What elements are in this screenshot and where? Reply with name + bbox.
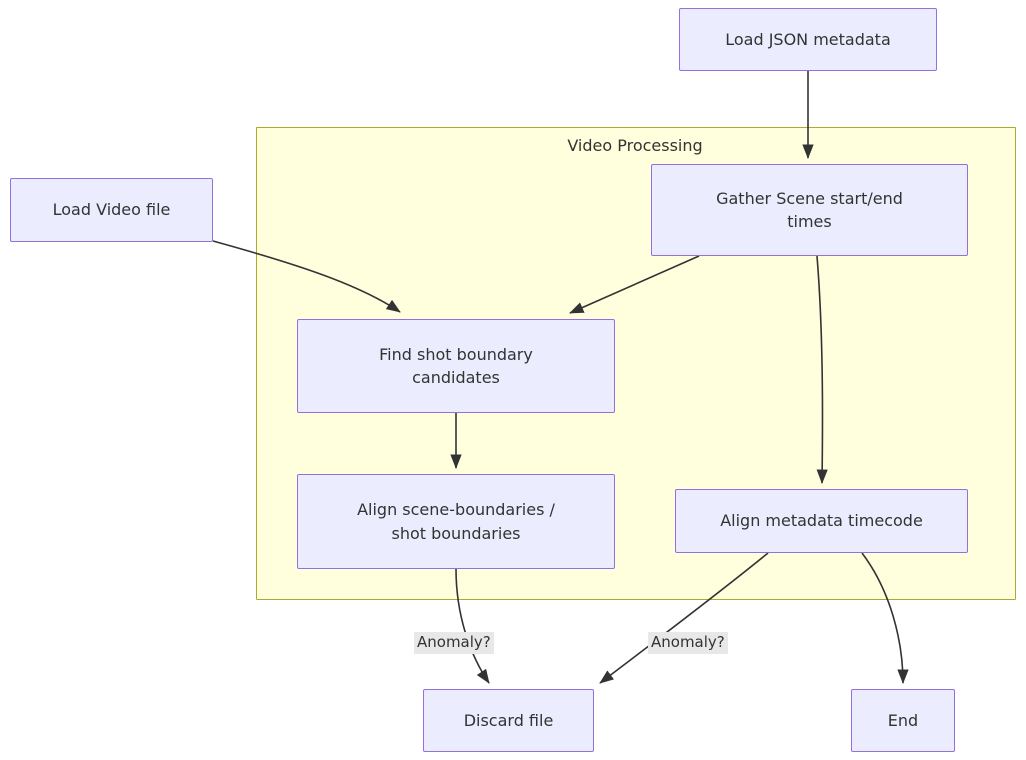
node-align-scene-shot-boundaries-label-line2: shot boundaries (391, 523, 521, 543)
node-load-video-file-label: Load Video file (52, 200, 171, 220)
node-end-label: End (887, 710, 919, 730)
subgraph-video-processing-label: Video Processing (567, 136, 703, 155)
node-gather-scene-times[interactable]: Gather Scene start/end times (651, 164, 968, 256)
node-align-scene-shot-boundaries[interactable]: Align scene-boundaries / shot boundaries (297, 474, 615, 569)
edge-load-video-to-find-shot (212, 240, 401, 313)
node-load-json-metadata-label: Load JSON metadata (725, 29, 891, 49)
edge-gather-scene-to-find-shot (569, 255, 700, 314)
edge-label-anomaly-left: Anomaly? (414, 632, 494, 654)
node-find-shot-boundary-candidates[interactable]: Find shot boundary candidates (297, 319, 615, 413)
edge-align-metadata-to-end (861, 552, 909, 684)
edge-gather-scene-to-align-metadata (816, 255, 828, 484)
node-find-shot-boundary-candidates-label-line1: Find shot boundary (379, 344, 533, 364)
node-align-metadata-timecode-label: Align metadata timecode (720, 511, 923, 531)
edge-align-metadata-to-discard-file (599, 552, 769, 684)
node-discard-file[interactable]: Discard file (423, 689, 594, 752)
node-find-shot-boundary-candidates-label-line2: candidates (412, 368, 500, 387)
node-discard-file-label: Discard file (463, 710, 554, 730)
node-gather-scene-times-label-line1: Gather Scene start/end (716, 188, 903, 208)
node-load-json-metadata[interactable]: Load JSON metadata (679, 8, 937, 71)
node-end[interactable]: End (851, 689, 955, 752)
edge-align-scene-to-discard-file (455, 568, 490, 684)
node-align-scene-shot-boundaries-label-line1: Align scene-boundaries / (357, 500, 555, 520)
node-align-metadata-timecode[interactable]: Align metadata timecode (675, 489, 968, 553)
node-gather-scene-times-label-line2: times (787, 212, 832, 231)
node-load-video-file[interactable]: Load Video file (10, 178, 213, 242)
edge-label-anomaly-right: Anomaly? (648, 632, 728, 654)
